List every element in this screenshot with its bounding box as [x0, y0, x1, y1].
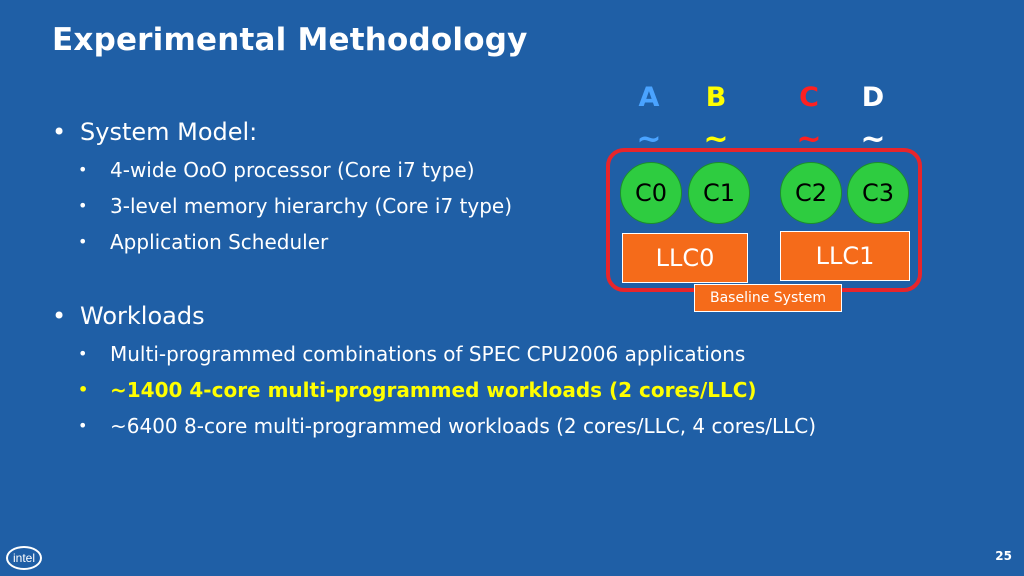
sub-bullet-text: ~1400 4-core multi-programmed workloads … — [110, 378, 757, 402]
slide-title: Experimental Methodology — [52, 22, 528, 58]
baseline-system-label: Baseline System — [694, 284, 842, 312]
core-c3: C3 — [847, 162, 909, 224]
llc1-box: LLC1 — [780, 231, 910, 281]
core-c2: C2 — [780, 162, 842, 224]
core-c1: C1 — [688, 162, 750, 224]
sub-bullet-highlighted: • ~1400 4-core multi-programmed workload… — [52, 372, 952, 408]
bullet-label: Workloads — [80, 302, 205, 330]
sub-bullet: • Multi-programmed combinations of SPEC … — [52, 336, 952, 372]
sub-bullet: • Application Scheduler — [52, 224, 952, 260]
app-label-c: C — [799, 82, 819, 113]
bullet-dot: • — [78, 232, 88, 251]
baseline-system-diagram: A B C D ~ ~ ~ ~ C0 C1 C2 C3 LLC0 LLC1 Ba… — [600, 80, 930, 320]
bullet-workloads: • Workloads — [52, 296, 952, 336]
bullet-dot: • — [78, 416, 88, 435]
app-label-a: A — [638, 82, 660, 113]
intel-logo-icon: intel — [6, 546, 42, 570]
sub-bullet-text: 3-level memory hierarchy (Core i7 type) — [110, 194, 513, 218]
sub-bullet-text: Multi-programmed combinations of SPEC CP… — [110, 342, 746, 366]
app-label-d: D — [861, 82, 885, 113]
sub-bullet: • 3-level memory hierarchy (Core i7 type… — [52, 188, 952, 224]
bullet-dot: • — [78, 160, 88, 179]
sub-bullet: • ~6400 8-core multi-programmed workload… — [52, 408, 952, 444]
bullet-dot: • — [78, 344, 88, 363]
sub-bullet-text: 4-wide OoO processor (Core i7 type) — [110, 158, 475, 182]
bullet-list: • System Model: • 4-wide OoO processor (… — [52, 112, 952, 444]
page-number: 25 — [995, 549, 1012, 563]
bullet-dot: • — [52, 118, 67, 146]
sub-bullet-text: Application Scheduler — [110, 230, 329, 254]
bullet-dot: • — [78, 196, 88, 215]
sub-bullet-text: ~6400 8-core multi-programmed workloads … — [110, 414, 817, 438]
llc0-box: LLC0 — [622, 233, 748, 283]
app-label-b: B — [705, 82, 727, 113]
sub-bullet: • 4-wide OoO processor (Core i7 type) — [52, 152, 952, 188]
bullet-dot: • — [52, 302, 67, 330]
bullet-system-model: • System Model: — [52, 112, 952, 152]
bullet-dot: • — [78, 380, 89, 399]
core-c0: C0 — [620, 162, 682, 224]
bullet-label: System Model: — [80, 118, 258, 146]
